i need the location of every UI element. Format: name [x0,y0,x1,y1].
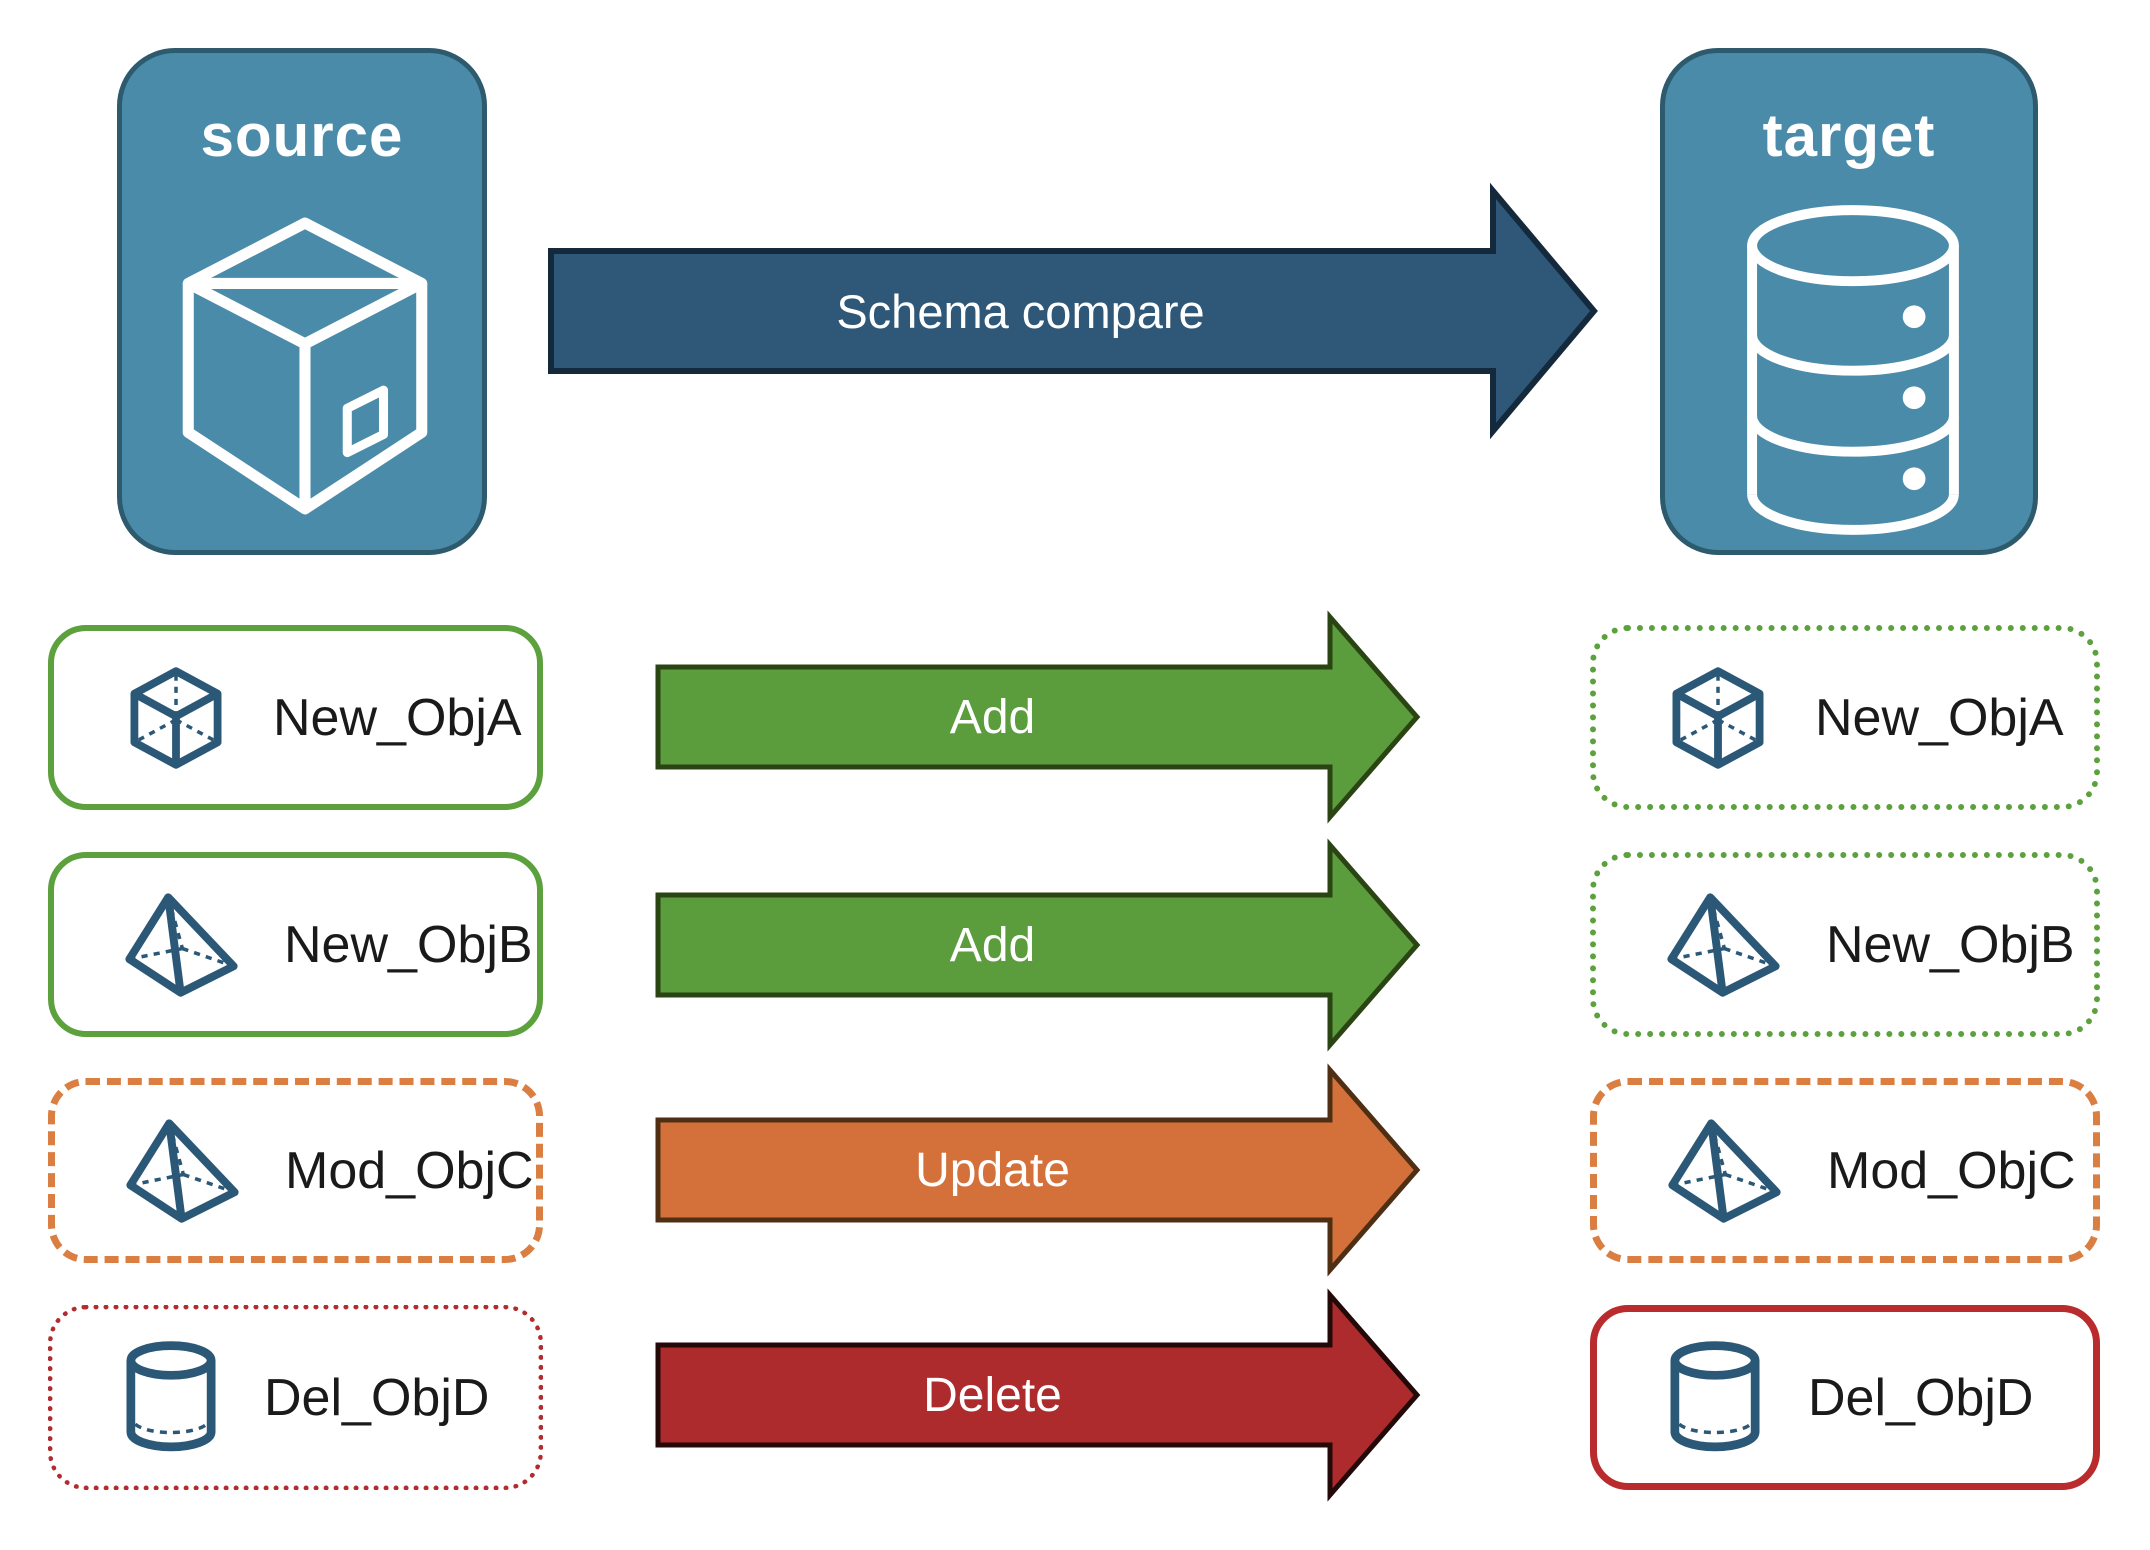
target-object-box-row2: New_ObjB [1590,852,2100,1037]
database-icon [1747,205,1959,535]
cylinder-icon [126,1340,216,1451]
schema-compare-arrow-label: Schema compare [836,284,1205,338]
object-label: Mod_ObjC [1827,1141,2076,1200]
target-object-box-row3: Mod_ObjC [1590,1078,2100,1263]
source-node-label: source [200,102,404,169]
object-label: Mod_ObjC [285,1141,534,1200]
add-arrow-label-row1: Add [949,690,1036,744]
object-label: New_ObjB [284,915,533,974]
target-object-box-row4: Del_ObjD [1590,1305,2100,1490]
delete-arrow [655,1288,1421,1502]
source-object-box-row1: New_ObjA [48,625,543,810]
pyramid-icon [125,892,238,997]
add-arrow-row1 [655,610,1421,824]
add-arrow-row2 [655,838,1421,1052]
object-label: Del_ObjD [264,1368,490,1427]
object-label: New_ObjB [1826,915,2075,974]
object-label: New_ObjA [1815,688,2064,747]
source-node: source [117,48,487,555]
pyramid-icon [126,1118,239,1223]
object-label: New_ObjA [273,688,522,747]
delete-arrow-label: Delete [923,1368,1062,1422]
object-label: Del_ObjD [1808,1368,2034,1427]
package-icon [182,217,428,515]
target-node-label: target [1762,102,1936,169]
schema-compare-arrow [548,182,1598,440]
update-arrow-label: Update [915,1143,1070,1197]
pyramid-icon [1667,892,1780,997]
target-node: target [1660,48,2038,555]
cube-icon [130,666,222,769]
cube-icon [1672,666,1764,769]
source-object-box-row2: New_ObjB [48,852,543,1037]
cylinder-icon [1670,1340,1760,1451]
target-object-box-row1: New_ObjA [1590,625,2100,810]
update-arrow [655,1063,1421,1277]
pyramid-icon [1668,1118,1781,1223]
source-object-box-row3: Mod_ObjC [48,1078,543,1263]
add-arrow-label-row2: Add [949,918,1036,972]
source-object-box-row4: Del_ObjD [48,1305,543,1490]
